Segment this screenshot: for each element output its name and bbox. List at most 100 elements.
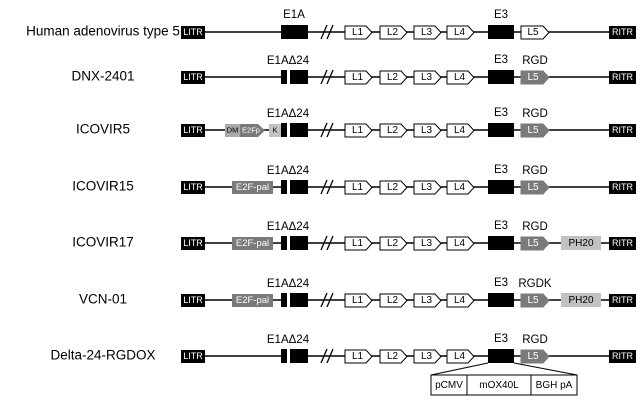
late-gene-label: L3: [421, 182, 433, 193]
e3-label: E3: [494, 9, 508, 21]
late-gene-label: L1: [352, 351, 364, 362]
k-box: [269, 124, 281, 137]
litr-box: [181, 237, 205, 250]
cassette-element-label: pCMV: [435, 380, 463, 391]
late-gene-label: L3: [421, 72, 433, 83]
ritr-label: RITR: [612, 295, 633, 305]
litr-label: LITR: [183, 72, 203, 82]
ritr-label: RITR: [612, 182, 633, 192]
e1a-delta24-label: E1AΔ24: [267, 278, 310, 290]
e1a-gene-box: [281, 123, 308, 137]
break-mark: [320, 122, 328, 138]
e3-gene-box: [488, 236, 514, 250]
l5-fiber-arrow-modified: [520, 123, 550, 138]
e1a-delta24-label: E1AΔ24: [267, 165, 310, 177]
ritr-box: [609, 237, 636, 250]
ritr-label: RITR: [612, 238, 633, 248]
delta24-deletion-mark: [287, 349, 290, 363]
e1a-label: E1A: [283, 9, 305, 21]
litr-label: LITR: [183, 295, 203, 305]
break-mark: [320, 235, 328, 251]
cassette-element-label: mOX40L: [479, 380, 519, 391]
late-gene-label: L3: [421, 238, 433, 249]
l5-label: L5: [527, 351, 539, 362]
dm-box: [225, 124, 240, 137]
late-gene-label: L3: [421, 295, 433, 306]
ritr-box: [609, 124, 636, 137]
delta24-deletion-mark: [287, 123, 290, 137]
l5-fiber-arrow: [520, 25, 550, 40]
ritr-label: RITR: [612, 27, 633, 37]
fiber-modification-label: RGD: [522, 221, 548, 233]
litr-box: [181, 294, 205, 307]
late-gene-arrow: [344, 236, 373, 251]
litr-label: LITR: [183, 238, 203, 248]
break-mark: [326, 179, 334, 195]
litr-box: [181, 26, 205, 39]
late-gene-arrow: [446, 180, 475, 195]
e3-gene-box: [488, 349, 514, 363]
fiber-modification-label: RGDK: [518, 278, 552, 290]
late-gene-arrow: [413, 236, 442, 251]
litr-label: LITR: [183, 351, 203, 361]
litr-label: LITR: [183, 27, 203, 37]
e3-label: E3: [494, 107, 508, 119]
e2f-pal-box: [232, 181, 273, 194]
delta24-deletion-mark: [287, 236, 290, 250]
delta24-deletion-mark: [287, 293, 290, 307]
e1a-delta24-label: E1AΔ24: [267, 221, 310, 233]
fiber-modification-label: RGD: [522, 55, 548, 67]
e1a-delta24-label: E1AΔ24: [267, 108, 310, 120]
l5-label: L5: [527, 27, 539, 38]
late-gene-label: L4: [454, 295, 466, 306]
e1a-gene-box: [281, 293, 308, 307]
ph20-label: PH20: [568, 238, 593, 249]
e2f-pal-box: [232, 237, 273, 250]
k-label: K: [272, 125, 277, 134]
late-gene-label: L4: [454, 125, 466, 136]
late-gene-arrow: [379, 70, 408, 85]
e3-gene-box: [488, 70, 514, 84]
e3-gene-box: [488, 293, 514, 307]
construct-name: VCN-01: [79, 292, 127, 307]
late-gene-arrow: [344, 293, 373, 308]
cassette-element-label: BGH pA: [536, 380, 573, 391]
late-gene-label: L2: [387, 182, 399, 193]
e1a-gene-box: [281, 180, 308, 194]
construct-name: ICOVIR15: [72, 179, 134, 194]
l5-fiber-arrow-modified: [520, 236, 550, 251]
late-gene-label: L3: [421, 125, 433, 136]
late-gene-arrow: [344, 123, 373, 138]
cassette-connector-line: [513, 362, 578, 376]
late-gene-label: L1: [352, 238, 364, 249]
late-gene-arrow: [413, 349, 442, 364]
late-gene-arrow: [413, 293, 442, 308]
e2f-pal-box: [232, 294, 273, 307]
e1a-gene-box: [281, 25, 308, 39]
e3-label: E3: [494, 220, 508, 232]
l5-label: L5: [527, 125, 539, 136]
construct-name: ICOVIR17: [72, 235, 134, 250]
ritr-label: RITR: [612, 125, 633, 135]
break-mark: [320, 179, 328, 195]
ritr-box: [609, 181, 636, 194]
e1a-gene-box: [281, 70, 308, 84]
break-mark: [320, 292, 328, 308]
late-gene-label: L2: [387, 125, 399, 136]
late-gene-label: L1: [352, 72, 364, 83]
litr-box: [181, 124, 205, 137]
late-gene-arrow: [413, 25, 442, 40]
l5-fiber-arrow-modified: [520, 293, 550, 308]
delta24-deletion-mark: [287, 180, 290, 194]
break-mark: [326, 122, 334, 138]
l5-fiber-arrow-modified: [520, 349, 550, 364]
ritr-box: [609, 350, 636, 363]
late-gene-arrow: [446, 236, 475, 251]
mox40l-expression-cassette: pCMV mOX40L BGH pA: [430, 362, 578, 396]
ph20-label: PH20: [568, 295, 593, 306]
